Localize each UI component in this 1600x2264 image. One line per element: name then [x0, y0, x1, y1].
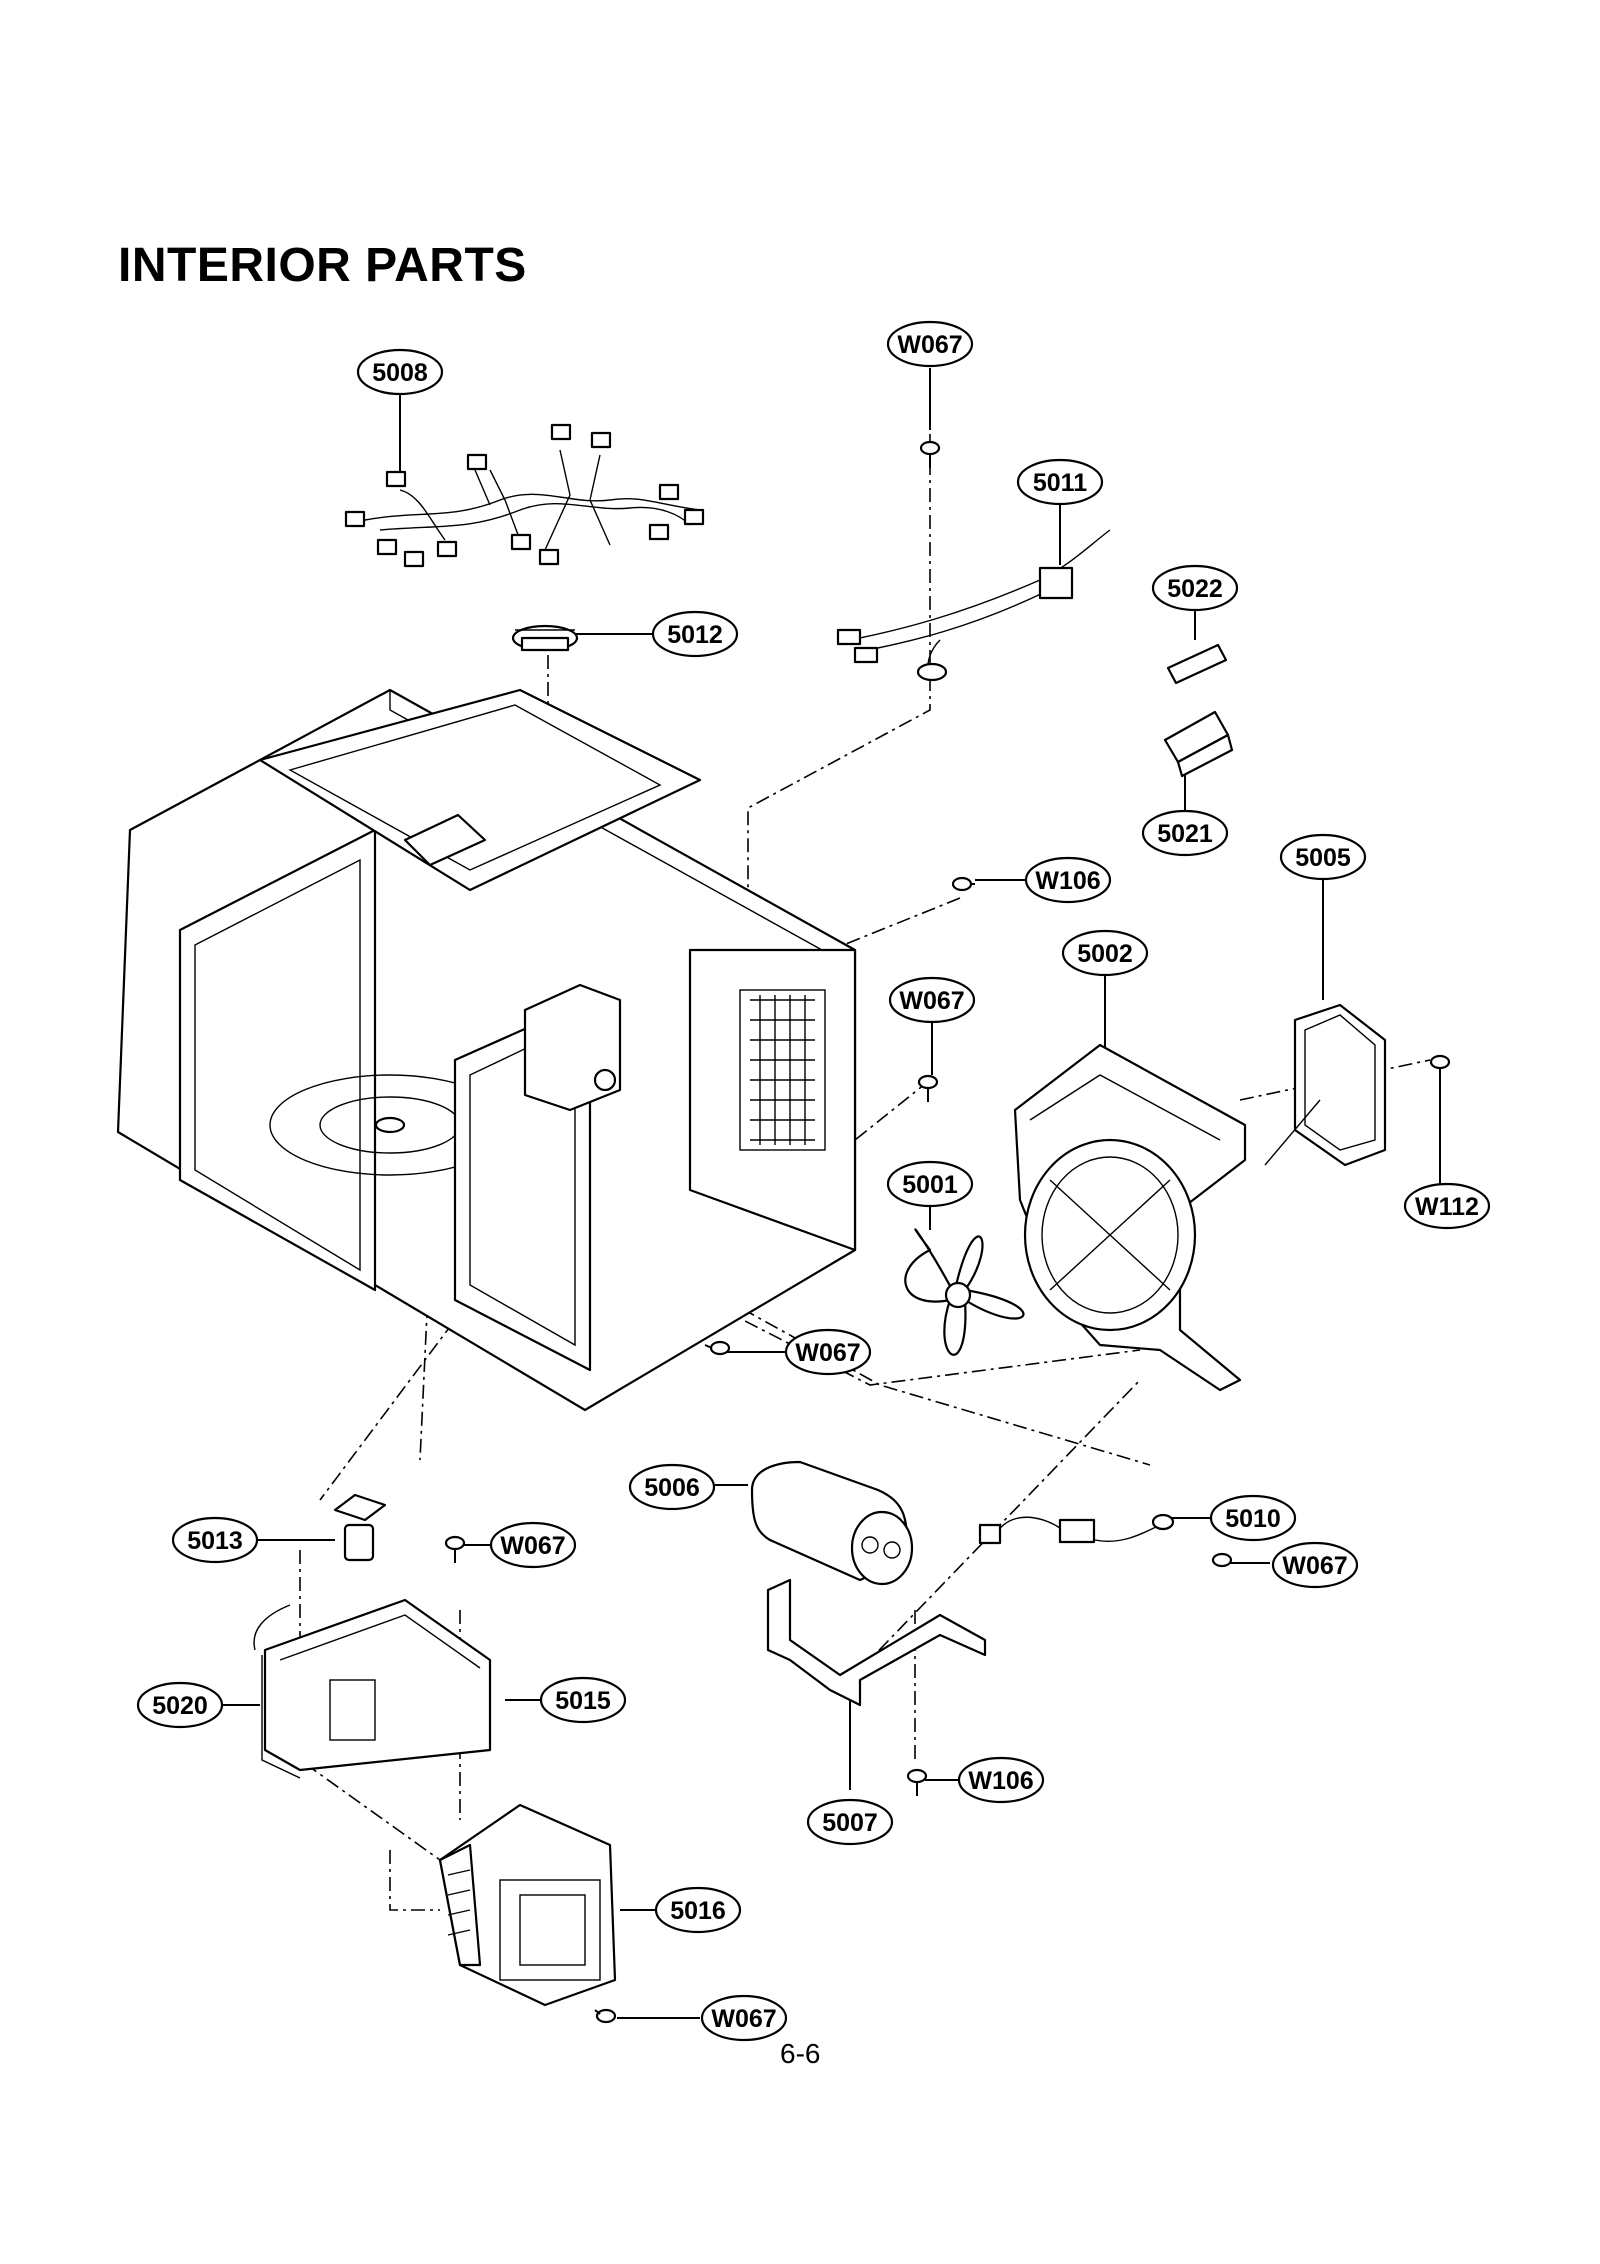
wire-assembly-5011 [836, 529, 1111, 682]
callout-5022: 5022 [1151, 564, 1239, 612]
screw-icon [906, 1768, 928, 1796]
screw-icon [704, 1340, 731, 1356]
fan-motor-5005 [1264, 1003, 1387, 1167]
svg-text:5008: 5008 [372, 359, 428, 387]
screw-icon [917, 1074, 939, 1102]
callout-5016: 5016 [654, 1886, 742, 1934]
svg-text:5022: 5022 [1167, 575, 1223, 603]
svg-text:W067: W067 [1282, 1552, 1347, 1580]
screw-icon [1211, 1552, 1233, 1568]
callout-W106-top: W106 [1024, 856, 1112, 904]
callout-W067-cavity: W067 [784, 1328, 872, 1376]
page-title: INTERIOR PARTS [118, 239, 527, 292]
svg-text:5007: 5007 [822, 1809, 878, 1837]
screw-icon [951, 876, 975, 892]
fuse-5013 [333, 1493, 387, 1562]
svg-text:5021: 5021 [1157, 820, 1213, 848]
callout-W067-bottom: W067 [700, 1994, 788, 2042]
fan-blade-5001 [904, 1228, 1025, 1356]
svg-text:W067: W067 [500, 1532, 565, 1560]
callout-5020: 5020 [136, 1681, 224, 1729]
svg-text:W106: W106 [1035, 867, 1100, 895]
screw-icon [919, 440, 941, 468]
svg-text:W112: W112 [1415, 1193, 1479, 1221]
svg-text:5011: 5011 [1033, 469, 1087, 497]
svg-text:5010: 5010 [1225, 1505, 1281, 1533]
svg-text:5012: 5012 [667, 621, 723, 649]
svg-text:W067: W067 [897, 331, 962, 359]
wire-5010 [978, 1513, 1175, 1545]
callout-labels: W067 5008 5011 5022 5012 5021 5005 W106 … [136, 320, 1491, 2042]
page-number: 6-6 [780, 2038, 821, 2069]
high-voltage-transformer-5015 [263, 1598, 492, 1772]
callout-5005: 5005 [1279, 833, 1367, 881]
callout-5008: 5008 [356, 348, 444, 396]
svg-text:W067: W067 [711, 2005, 776, 2033]
capacitor-5006 [750, 1460, 914, 1586]
capacitor-bracket-5007 [766, 1578, 987, 1707]
callout-W067-top: W067 [886, 320, 974, 368]
callout-5007: 5007 [806, 1798, 894, 1846]
callout-5012: 5012 [651, 610, 739, 658]
svg-text:5020: 5020 [152, 1692, 208, 1720]
callout-5013: 5013 [171, 1516, 259, 1564]
svg-text:5002: 5002 [1077, 940, 1133, 968]
svg-text:W106: W106 [968, 1767, 1033, 1795]
fuse-5022 [1166, 643, 1228, 685]
magnetron-5016 [438, 1803, 617, 2007]
callout-5001: 5001 [886, 1160, 974, 1208]
fan-bracket-5002 [1013, 1043, 1247, 1392]
thermostat-5012 [511, 624, 579, 652]
screw-icon [594, 2008, 617, 2024]
svg-text:5006: 5006 [644, 1474, 700, 1502]
oven-cavity [116, 688, 857, 1412]
svg-text:5015: 5015 [555, 1687, 611, 1715]
callout-5006: 5006 [628, 1463, 716, 1511]
screw-icon [1429, 1054, 1451, 1070]
svg-text:W067: W067 [795, 1339, 860, 1367]
svg-text:5016: 5016 [670, 1897, 726, 1925]
svg-text:5013: 5013 [187, 1527, 243, 1555]
callout-5011: 5011 [1016, 458, 1104, 506]
screws [444, 440, 1451, 2024]
cover-5020 [253, 1604, 301, 1779]
wire-harness-5008 [344, 423, 705, 568]
fuse-holder-5021 [1163, 710, 1234, 778]
svg-text:5001: 5001 [902, 1171, 958, 1199]
callout-W067-5015: W067 [489, 1521, 577, 1569]
callout-5010: 5010 [1209, 1494, 1297, 1542]
svg-text:5005: 5005 [1295, 844, 1351, 872]
callout-W067-mid: W067 [888, 976, 976, 1024]
callout-5015: 5015 [539, 1676, 627, 1724]
callout-W106-bottom: W106 [957, 1756, 1045, 1804]
screw-icon [444, 1535, 466, 1563]
callout-W112: W112 [1403, 1182, 1491, 1230]
callout-5002: 5002 [1061, 929, 1149, 977]
svg-text:W067: W067 [899, 987, 964, 1015]
callout-5021: 5021 [1141, 809, 1229, 857]
callout-W067-5010: W067 [1271, 1541, 1359, 1589]
